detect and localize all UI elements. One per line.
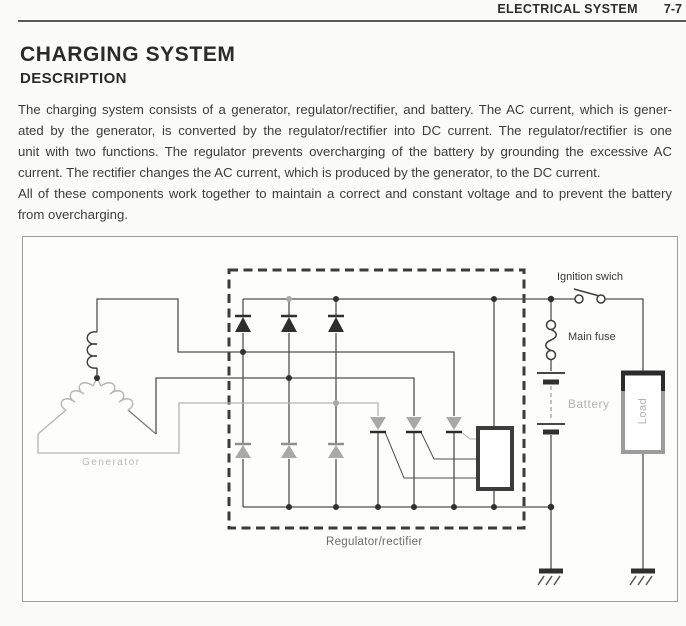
scr-gate-wire-gray — [460, 431, 476, 440]
charging-system-diagram: Generator Regulator/rectifier Ignition s… — [22, 236, 678, 602]
circuit-drawing — [37, 268, 665, 586]
stator-coil-icon — [60, 377, 98, 411]
scr-icon — [406, 417, 422, 434]
wires-gray — [37, 402, 476, 454]
diode-icon — [328, 314, 344, 332]
body-line: current. The rectifier changes the AC cu… — [18, 164, 601, 180]
main-fuse-icon — [545, 319, 557, 361]
header-page-number: 7-7 — [663, 2, 682, 16]
generator-label: Generator — [82, 457, 141, 468]
diode-icon — [281, 314, 297, 332]
body-line: The charging system consists of a genera… — [18, 102, 672, 117]
ground-icon — [537, 568, 563, 586]
main-fuse-label: Main fuse — [568, 331, 616, 343]
ground-icon — [629, 568, 655, 586]
diode-icon — [328, 442, 344, 458]
stator-coil-icon — [96, 377, 134, 411]
body-line: All of these components work together to… — [18, 185, 672, 201]
diode-icon — [235, 314, 251, 332]
battery-label: Battery — [568, 397, 610, 411]
ignition-switch-label: Ignition swich — [557, 271, 624, 283]
header-rule — [18, 20, 686, 22]
scr-gate-wires — [384, 431, 476, 479]
generator-windings — [60, 331, 134, 411]
battery-icon — [537, 372, 565, 435]
control-unit-box — [476, 426, 514, 491]
rectifier-diodes-top — [235, 314, 344, 332]
description-paragraph: The charging system consists of a genera… — [18, 100, 672, 225]
scr-icon — [446, 417, 462, 434]
load-box — [621, 370, 665, 454]
load-label: Load — [637, 397, 649, 425]
page-title: CHARGING SYSTEM — [20, 43, 236, 66]
body-line: unit with two functions. The regulator p… — [18, 143, 672, 159]
body-line: ated by the generator, is converted by t… — [18, 122, 672, 138]
scr-icon — [370, 417, 386, 434]
rectifier-diodes-bottom — [235, 442, 344, 458]
page-header: ELECTRICAL SYSTEM 7-7 — [497, 2, 682, 16]
regulator-scrs — [370, 417, 462, 434]
ignition-switch-icon — [573, 288, 606, 304]
stator-coil-icon — [86, 331, 98, 375]
header-section-title: ELECTRICAL SYSTEM — [497, 2, 638, 16]
junction-dots — [94, 295, 555, 511]
section-subtitle: DESCRIPTION — [20, 70, 127, 87]
body-line: from overcharging. — [18, 206, 128, 222]
regulator-rectifier-label: Regulator/rectifier — [326, 536, 423, 548]
diode-icon — [281, 442, 297, 458]
regulator-rectifier-dashed-box — [227, 268, 526, 530]
diode-icon — [235, 442, 251, 458]
